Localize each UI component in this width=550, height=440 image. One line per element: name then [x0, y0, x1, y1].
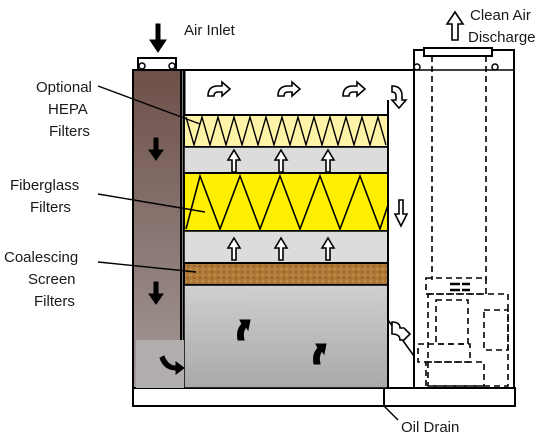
airflow-arrows-solid	[148, 23, 327, 375]
blower-fan-blades	[450, 282, 470, 292]
hepa-label-line2: HEPA	[48, 101, 88, 118]
coalescing-label-line3: Filters	[34, 293, 75, 310]
hepa-pleats	[185, 114, 387, 148]
air-inlet-label: Air Inlet	[184, 22, 236, 39]
blower-dashed-internals	[417, 56, 509, 387]
oil-drain-label: Oil Drain	[401, 419, 459, 436]
coalescing-screen-filter	[183, 262, 389, 286]
stack-bolt-left	[413, 63, 421, 71]
base-plate	[132, 387, 516, 407]
clean-air-label-line2: Discharge	[468, 29, 536, 46]
fiberglass-filter	[183, 172, 389, 232]
inlet-collar	[137, 57, 177, 71]
stack-bolt-right	[491, 63, 499, 71]
fiberglass-label-line2: Filters	[30, 199, 71, 216]
hepa-filter	[183, 114, 389, 148]
lower-chamber	[183, 284, 389, 389]
hepa-label-line3: Filters	[49, 123, 90, 140]
hepa-label-line1: Optional	[36, 79, 92, 96]
inlet-duct	[132, 69, 182, 389]
discharge-stack	[413, 49, 515, 389]
clean-air-label-line1: Clean Air	[470, 7, 531, 24]
airflow-arrows-hollow	[207, 10, 465, 341]
fiberglass-pleats	[185, 173, 389, 232]
coalescing-label-line1: Coalescing	[4, 249, 78, 266]
fiberglass-label-line1: Fiberglass	[10, 177, 79, 194]
coalescing-label-line2: Screen	[28, 271, 76, 288]
leader-lines	[97, 85, 399, 421]
inlet-bolt-right	[168, 62, 176, 70]
inlet-bolt-left	[138, 62, 146, 70]
discharge-collar	[423, 47, 493, 57]
